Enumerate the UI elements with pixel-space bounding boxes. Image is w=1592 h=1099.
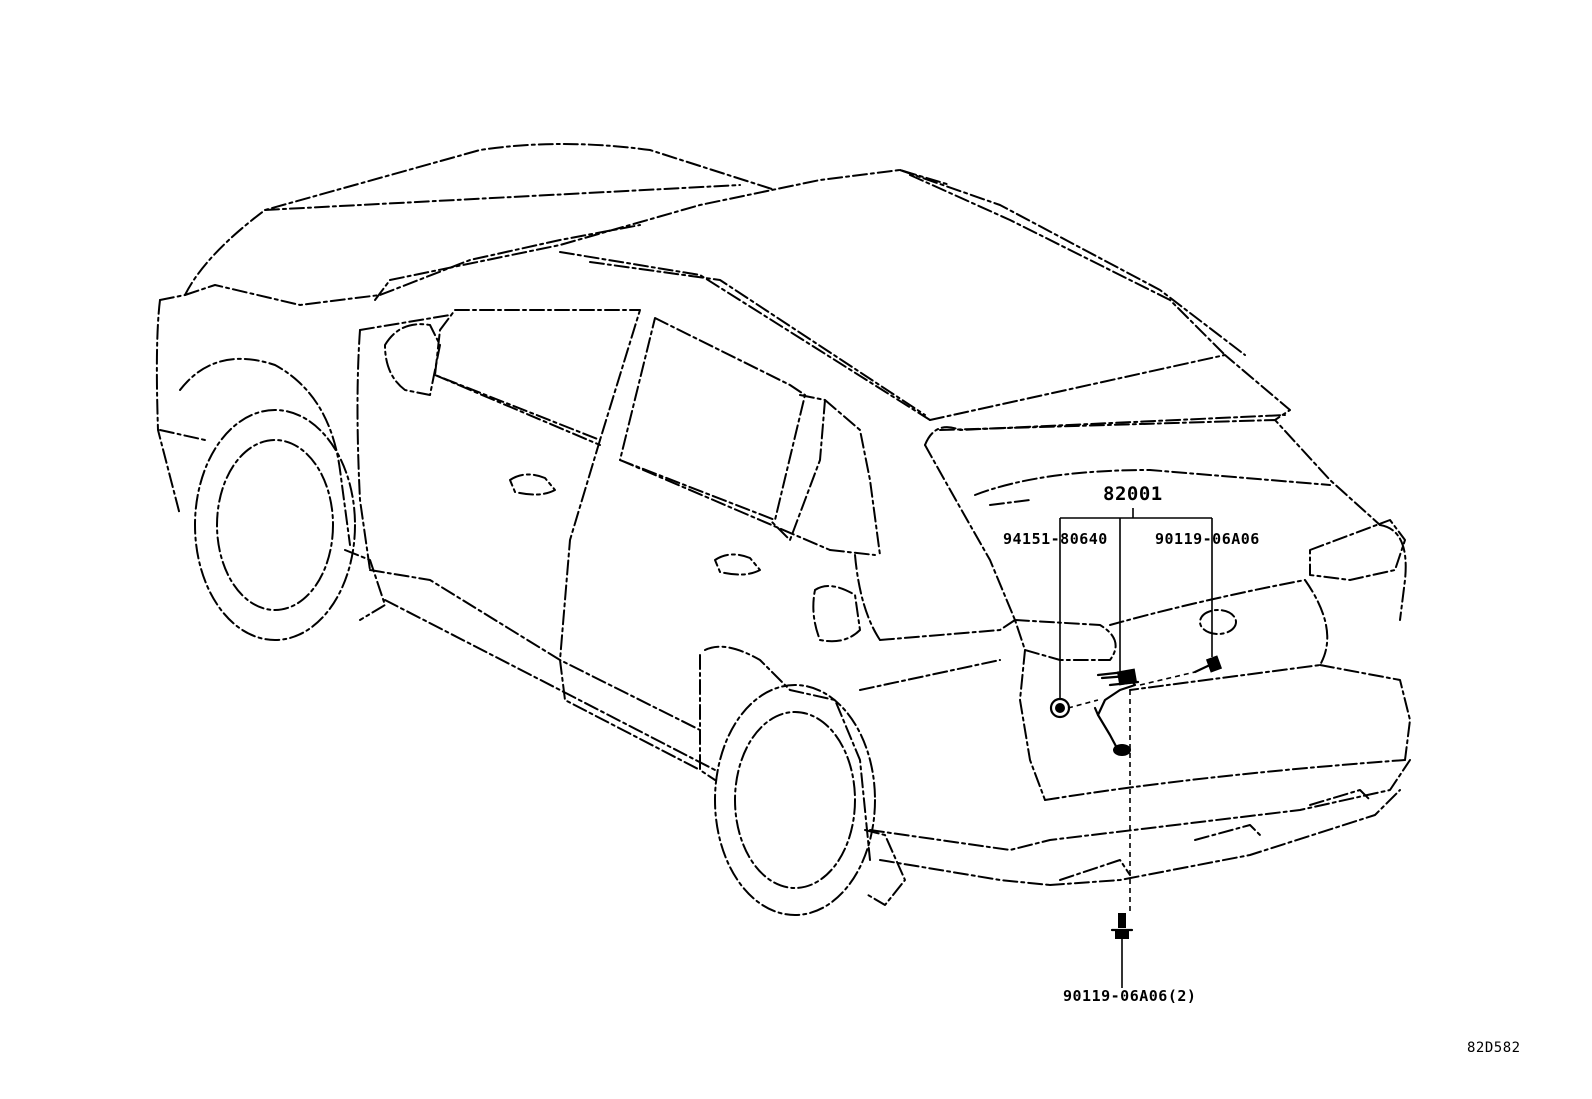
- lower-bolt-icon: [1110, 913, 1134, 939]
- vehicle-outline: [155, 143, 1411, 916]
- callout-82001: 82001: [1103, 483, 1163, 505]
- callout-90119-06A06: 90119-06A06: [1155, 530, 1260, 548]
- figure-code: 82D582: [1467, 1040, 1521, 1056]
- callout-90119-06A06-qty2: 90119-06A06(2): [1063, 987, 1197, 1005]
- clip-nut-icon: [1049, 697, 1071, 719]
- parts-group: [1049, 655, 1223, 939]
- upper-bolt-icon: [1193, 655, 1223, 674]
- leader-lines: [1059, 508, 1213, 988]
- wire-harness-icon: [1093, 668, 1140, 756]
- callout-94151-80640: 94151-80640: [1003, 530, 1108, 548]
